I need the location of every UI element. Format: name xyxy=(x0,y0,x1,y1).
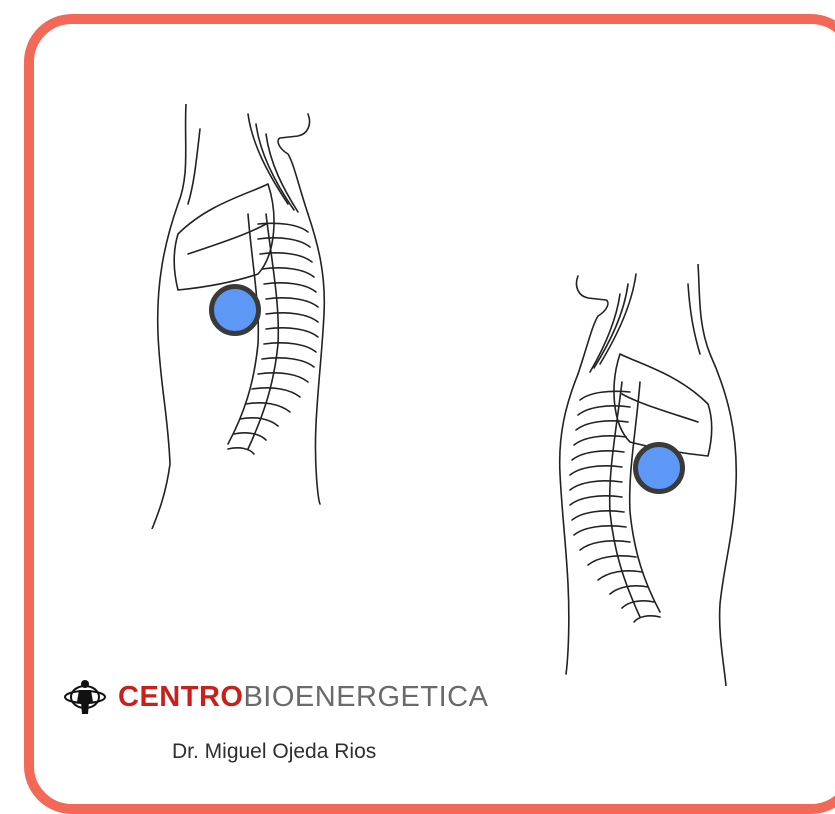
brand-name: CENTROBIOENERGETICA xyxy=(118,683,488,712)
author-name: Dr. Miguel Ojeda Rios xyxy=(172,740,376,764)
highlight-marker-left xyxy=(209,284,261,336)
brand-logo-lockup: CENTROBIOENERGETICA xyxy=(62,678,488,716)
highlight-marker-right xyxy=(633,442,685,494)
brand-name-strong: CENTRO xyxy=(118,681,243,713)
brand-name-light: BIOENERGETICA xyxy=(243,681,488,713)
human-figure-spiral-icon xyxy=(62,678,108,716)
